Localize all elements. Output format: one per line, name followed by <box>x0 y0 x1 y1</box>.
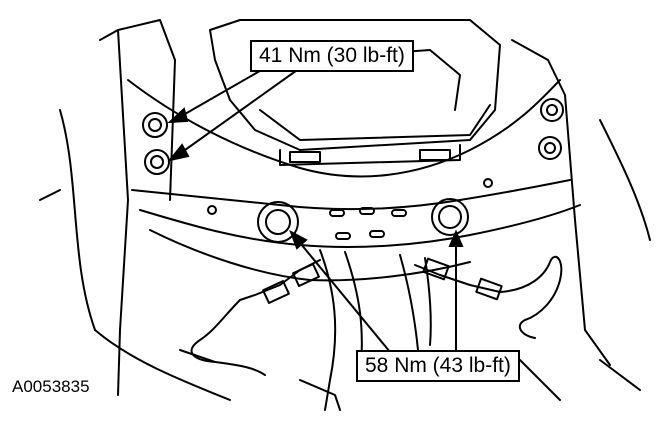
left-frame-rail <box>99 29 129 396</box>
bolt-upper-left-1 <box>142 112 168 138</box>
bolt-upper-left-2 <box>144 149 170 175</box>
bolt-upper-right-1 <box>540 98 564 122</box>
exhaust-pipe-left <box>319 249 337 411</box>
mount-bolt-left <box>257 201 299 243</box>
mount-bolt-right <box>431 198 469 236</box>
figure-id-label: A0053835 <box>12 377 90 396</box>
transmission-housing <box>209 19 501 151</box>
bolt-upper-right-2 <box>538 136 562 160</box>
crossmember <box>127 79 561 178</box>
torque-callout-lower: 58 Nm (43 lb-ft) <box>356 350 520 382</box>
right-frame-rail <box>547 59 586 331</box>
torque-callout-upper: 41 Nm (30 lb-ft) <box>250 40 414 72</box>
exhaust-pipe-right <box>399 254 419 351</box>
